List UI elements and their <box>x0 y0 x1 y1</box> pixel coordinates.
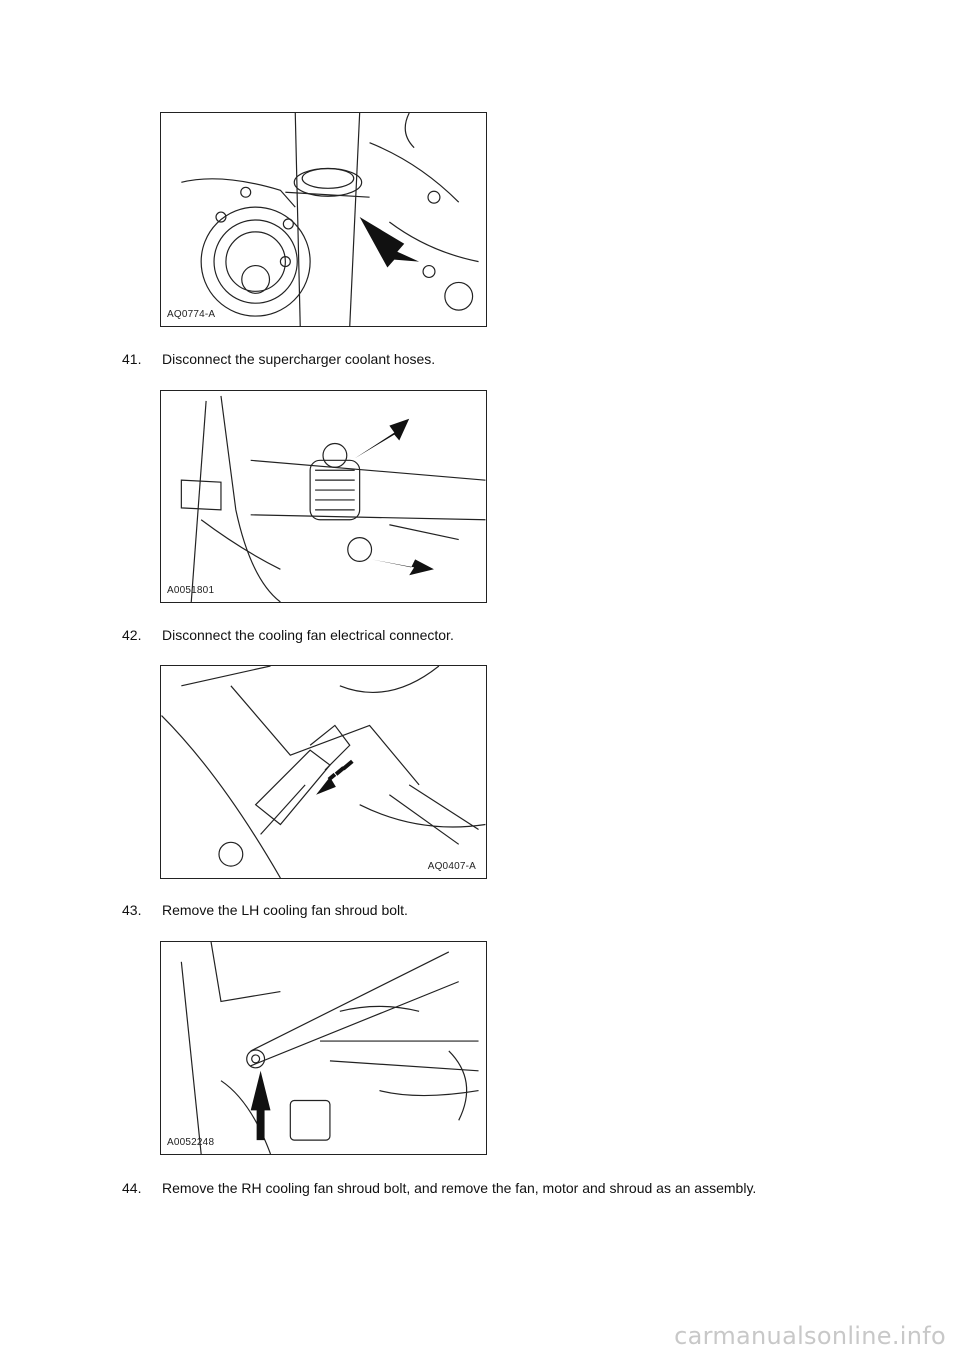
figure-aq0774: AQ0774-A <box>160 112 487 327</box>
figure-aq0407: AQ0407-A <box>160 665 487 879</box>
step-number: 44. <box>122 1180 142 1196</box>
step-text: Remove the LH cooling fan shroud bolt. <box>162 902 408 918</box>
step-text: Disconnect the cooling fan electrical co… <box>162 627 454 643</box>
illustration-electrical-connector <box>161 666 486 878</box>
watermark: carmanualsonline.info <box>674 1322 946 1350</box>
step-text: Disconnect the supercharger coolant hose… <box>162 351 436 367</box>
figure-a0052248: A0052248 <box>160 941 487 1155</box>
step-number: 41. <box>122 351 142 367</box>
figure-code: A0052248 <box>167 1137 215 1148</box>
step-number: 42. <box>122 627 142 643</box>
figure-code: AQ0774-A <box>167 309 216 320</box>
figure-code: A0051801 <box>167 585 215 596</box>
illustration-hose-clamp <box>181 113 479 326</box>
figure-a0051801: A0051801 <box>160 390 487 603</box>
illustration-coolant-hoses <box>180 395 486 602</box>
illustration-shroud-bolt <box>180 942 479 1154</box>
step-text: Remove the RH cooling fan shroud bolt, a… <box>162 1180 757 1196</box>
step-number: 43. <box>122 902 142 918</box>
figure-code: AQ0407-A <box>427 861 476 872</box>
